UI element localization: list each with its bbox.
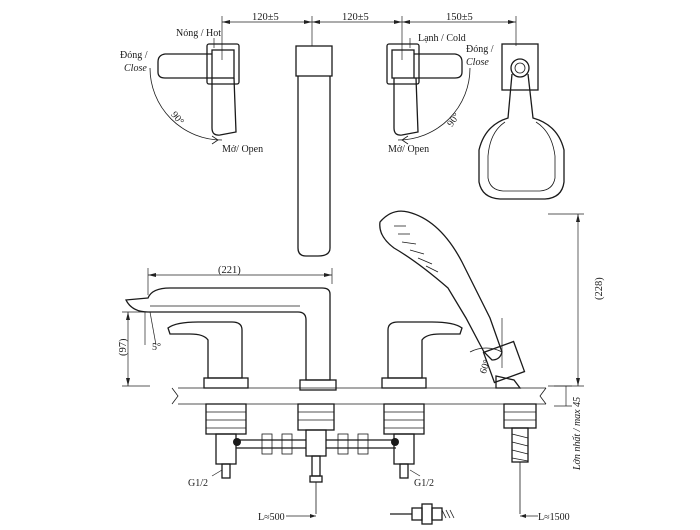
cold-handle-front-view (381, 321, 463, 389)
spout-angle-label: 5° (152, 342, 161, 353)
loose-fitting (390, 503, 455, 525)
spout-valve-body (297, 403, 335, 514)
dim-221: (221) (218, 265, 241, 276)
close-left-label-2: Close (124, 63, 147, 74)
dim-228: (228) (594, 277, 605, 300)
hand-shower-top-view (478, 43, 565, 200)
shower-angle-label: 60° (478, 358, 493, 375)
deck-surface (171, 387, 547, 405)
close-right-label-1: Đóng / (466, 44, 494, 55)
hot-handle-top-view (149, 43, 240, 145)
close-right-label-2: Close (466, 57, 489, 68)
cold-valve-body (383, 403, 425, 479)
cold-label: Lạnh / Cold (418, 33, 466, 44)
cold-handle-top-view (386, 43, 471, 145)
spout-height-dimension (122, 311, 157, 387)
open-right-label: Mở/ Open (388, 144, 429, 155)
top-view: 120±5 120±5 150±5 Nóng / Hot Đóng / Clos… (120, 12, 565, 257)
spout-top-view (295, 45, 333, 257)
close-left-label-1: Đóng / (120, 50, 148, 61)
hose-left-length: L≈500 (258, 512, 285, 523)
hot-handle-front-view (167, 321, 249, 389)
hot-valve-body (205, 403, 247, 479)
dim-150-right: 150±5 (446, 12, 473, 23)
top-dimension-line (221, 16, 517, 60)
deck-thickness-dimension (554, 385, 572, 407)
dim-120-left: 120±5 (252, 12, 279, 23)
thread-right-label: G1/2 (414, 478, 434, 489)
shower-hose-connector (503, 403, 537, 514)
spout-front-view (124, 287, 337, 391)
hot-label: Nóng / Hot (176, 28, 221, 39)
hand-shower-front-view (379, 210, 526, 389)
mixing-pipe (236, 433, 396, 455)
open-left-label: Mở/ Open (222, 144, 263, 155)
thread-left-label: G1/2 (188, 478, 208, 489)
rotation-90-right: 90° (445, 111, 462, 129)
reach-dimension (147, 268, 333, 295)
rotation-90-left: 90° (168, 110, 185, 128)
dim-97: (97) (118, 338, 129, 356)
front-view: (221) (97) 5° (118, 210, 605, 525)
hose-right-length: L≈1500 (538, 512, 570, 523)
shower-height-dimension (548, 213, 584, 387)
hose-length-markers (286, 514, 538, 518)
max-thickness-label: Lớn nhất / max 45 (572, 397, 583, 471)
dim-120-middle: 120±5 (342, 12, 369, 23)
